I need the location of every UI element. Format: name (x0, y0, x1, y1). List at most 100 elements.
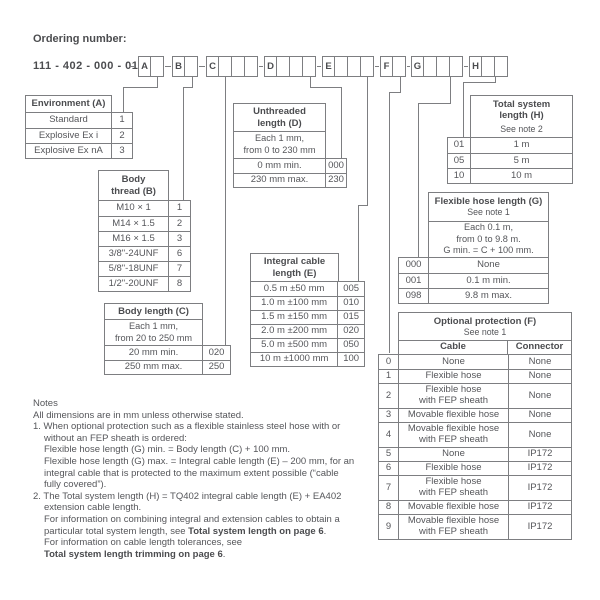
line-d (310, 77, 311, 88)
segment-letter: H (469, 56, 482, 77)
option-code: 6 (176, 247, 183, 259)
table-body-length: Body length (C) Each 1 mm, from 20 to 25… (104, 303, 231, 375)
table-row: 10 10 m (448, 168, 572, 183)
notes-text: . (222, 548, 226, 560)
table-row: 0.5 m ±50 mm 005 (251, 282, 364, 296)
segment-slot (450, 56, 463, 77)
line-h (463, 82, 464, 137)
table-row: 1/2"-20UNF 8 (99, 276, 190, 291)
option-code: 2 (176, 217, 183, 229)
line-e (367, 77, 368, 206)
option-code: 4 (379, 423, 399, 447)
segment-letter: B (172, 56, 185, 77)
table-row: 7 Flexible hose with FEP sheath IP172 (379, 475, 571, 500)
segment-letter: G (411, 56, 424, 77)
notes-heading: Notes (33, 398, 58, 409)
see-note: See note 2 (500, 123, 543, 134)
line-g (418, 103, 419, 258)
segment-c: C (206, 56, 258, 77)
option-code: 05 (448, 154, 471, 168)
option-code: 010 (343, 297, 360, 309)
option-code: 005 (343, 282, 360, 294)
table-body-thread-rows: M10 × 1 1 M14 × 1.5 2 M16 × 1.5 3 3/8"-2… (98, 200, 191, 292)
option-label: None (477, 259, 500, 271)
option-code: 8 (379, 501, 399, 514)
segment-letter: F (380, 56, 393, 77)
table-integral-cable-length: Integral cable length (E) 0.5 m ±50 mm 0… (250, 253, 365, 367)
option-label: 230 mm max. (234, 174, 326, 187)
cable-option: Movable flexible hose with FEP sheath (399, 515, 509, 539)
option-label: Explosive Ex nA (26, 144, 112, 158)
table-row: 6 Flexible hose IP172 (379, 461, 571, 475)
dash (165, 66, 171, 67)
table-row: 5 None IP172 (379, 447, 571, 461)
cable-option: Flexible hose (399, 370, 509, 383)
connector-option: None (528, 428, 552, 440)
line-h (495, 77, 496, 83)
option-code: 7 (379, 476, 399, 500)
segment-slot (245, 56, 258, 77)
table-row: 10 m ±1000 mm 100 (251, 352, 364, 366)
dash (464, 66, 468, 67)
option-code: 6 (379, 462, 399, 475)
table-optional-protection: Optional protection (F) See note 1 Cable… (378, 312, 572, 540)
segment-slot (303, 56, 316, 77)
segment-slot (277, 56, 290, 77)
column-header-connector: Connector (515, 341, 564, 353)
line-h (463, 82, 496, 83)
line-f (400, 77, 401, 93)
cable-option: Flexible hose with FEP sheath (399, 476, 509, 500)
page-title: Ordering number: (33, 33, 127, 45)
connector-option: IP172 (527, 481, 553, 493)
table-flexible-hose-length-range: Each 0.1 m, from 0 to 9.8 m. G min. = C … (428, 221, 549, 258)
option-code: 000 (399, 258, 429, 273)
connector-option: None (528, 389, 552, 401)
option-label: 10 m (510, 169, 533, 181)
column-header-cable: Cable (399, 341, 508, 354)
segment-letter: C (206, 56, 219, 77)
option-code: 100 (343, 353, 360, 365)
option-label: 5 m (513, 154, 530, 166)
dash (407, 66, 410, 67)
table-integral-cable-length-title: Integral cable length (E) (250, 253, 339, 282)
segment-b: B (172, 56, 198, 77)
option-label: 9.8 m max. (465, 289, 512, 301)
option-code: 250 (208, 361, 225, 373)
option-label: 5/8"-18UNF (99, 262, 169, 276)
dash (375, 66, 379, 67)
dash (199, 66, 205, 67)
notes-line: without an FEP sheath is ordered: (44, 432, 187, 444)
table-body-length-title: Body length (C) (104, 303, 203, 320)
notes-block: Notes All dimensions are in mm unless ot… (33, 398, 378, 560)
table-row: M10 × 1 1 (99, 201, 190, 216)
segment-slot (219, 56, 232, 77)
segment-slot (495, 56, 508, 77)
line-g (450, 77, 451, 104)
segment-letter: E (322, 56, 335, 77)
segment-slot (482, 56, 495, 77)
table-row: 8 Movable flexible hose IP172 (379, 500, 571, 514)
table-row: 230 mm max. 230 (234, 173, 346, 187)
table-unthreaded-length-rows: 0 mm min. 000 230 mm max. 230 (233, 158, 347, 188)
notes-line: extension cable length. (44, 502, 142, 514)
segment-slot (232, 56, 245, 77)
notes-line: Total system length trimming on page 6. (33, 549, 378, 561)
table-flexible-hose-length: Flexible hose length (G) See note 1 Each… (398, 192, 549, 304)
segment-slot (348, 56, 361, 77)
option-label: Explosive Ex i (26, 129, 112, 143)
table-unthreaded-length: Unthreaded length (D) Each 1 mm, from 0 … (233, 103, 347, 188)
table-row: Standard 1 (26, 113, 132, 128)
option-code: 01 (448, 138, 471, 153)
option-code: 7 (176, 262, 183, 274)
segment-slot (393, 56, 406, 77)
see-note: See note 1 (463, 326, 507, 337)
table-row: 2 Flexible hose with FEP sheath None (379, 383, 571, 408)
table-row: 5.0 m ±500 mm 050 (251, 338, 364, 352)
connector-option: IP172 (527, 520, 553, 532)
segment-g: G (411, 56, 463, 77)
option-label: 250 mm max. (105, 361, 203, 374)
title-text: Optional protection (F) (433, 315, 537, 327)
table-total-system-length: Total system length (H) See note 2 01 1 … (447, 95, 573, 184)
table-body-thread-title: Body thread (B) (98, 170, 169, 201)
line-f (389, 92, 401, 93)
